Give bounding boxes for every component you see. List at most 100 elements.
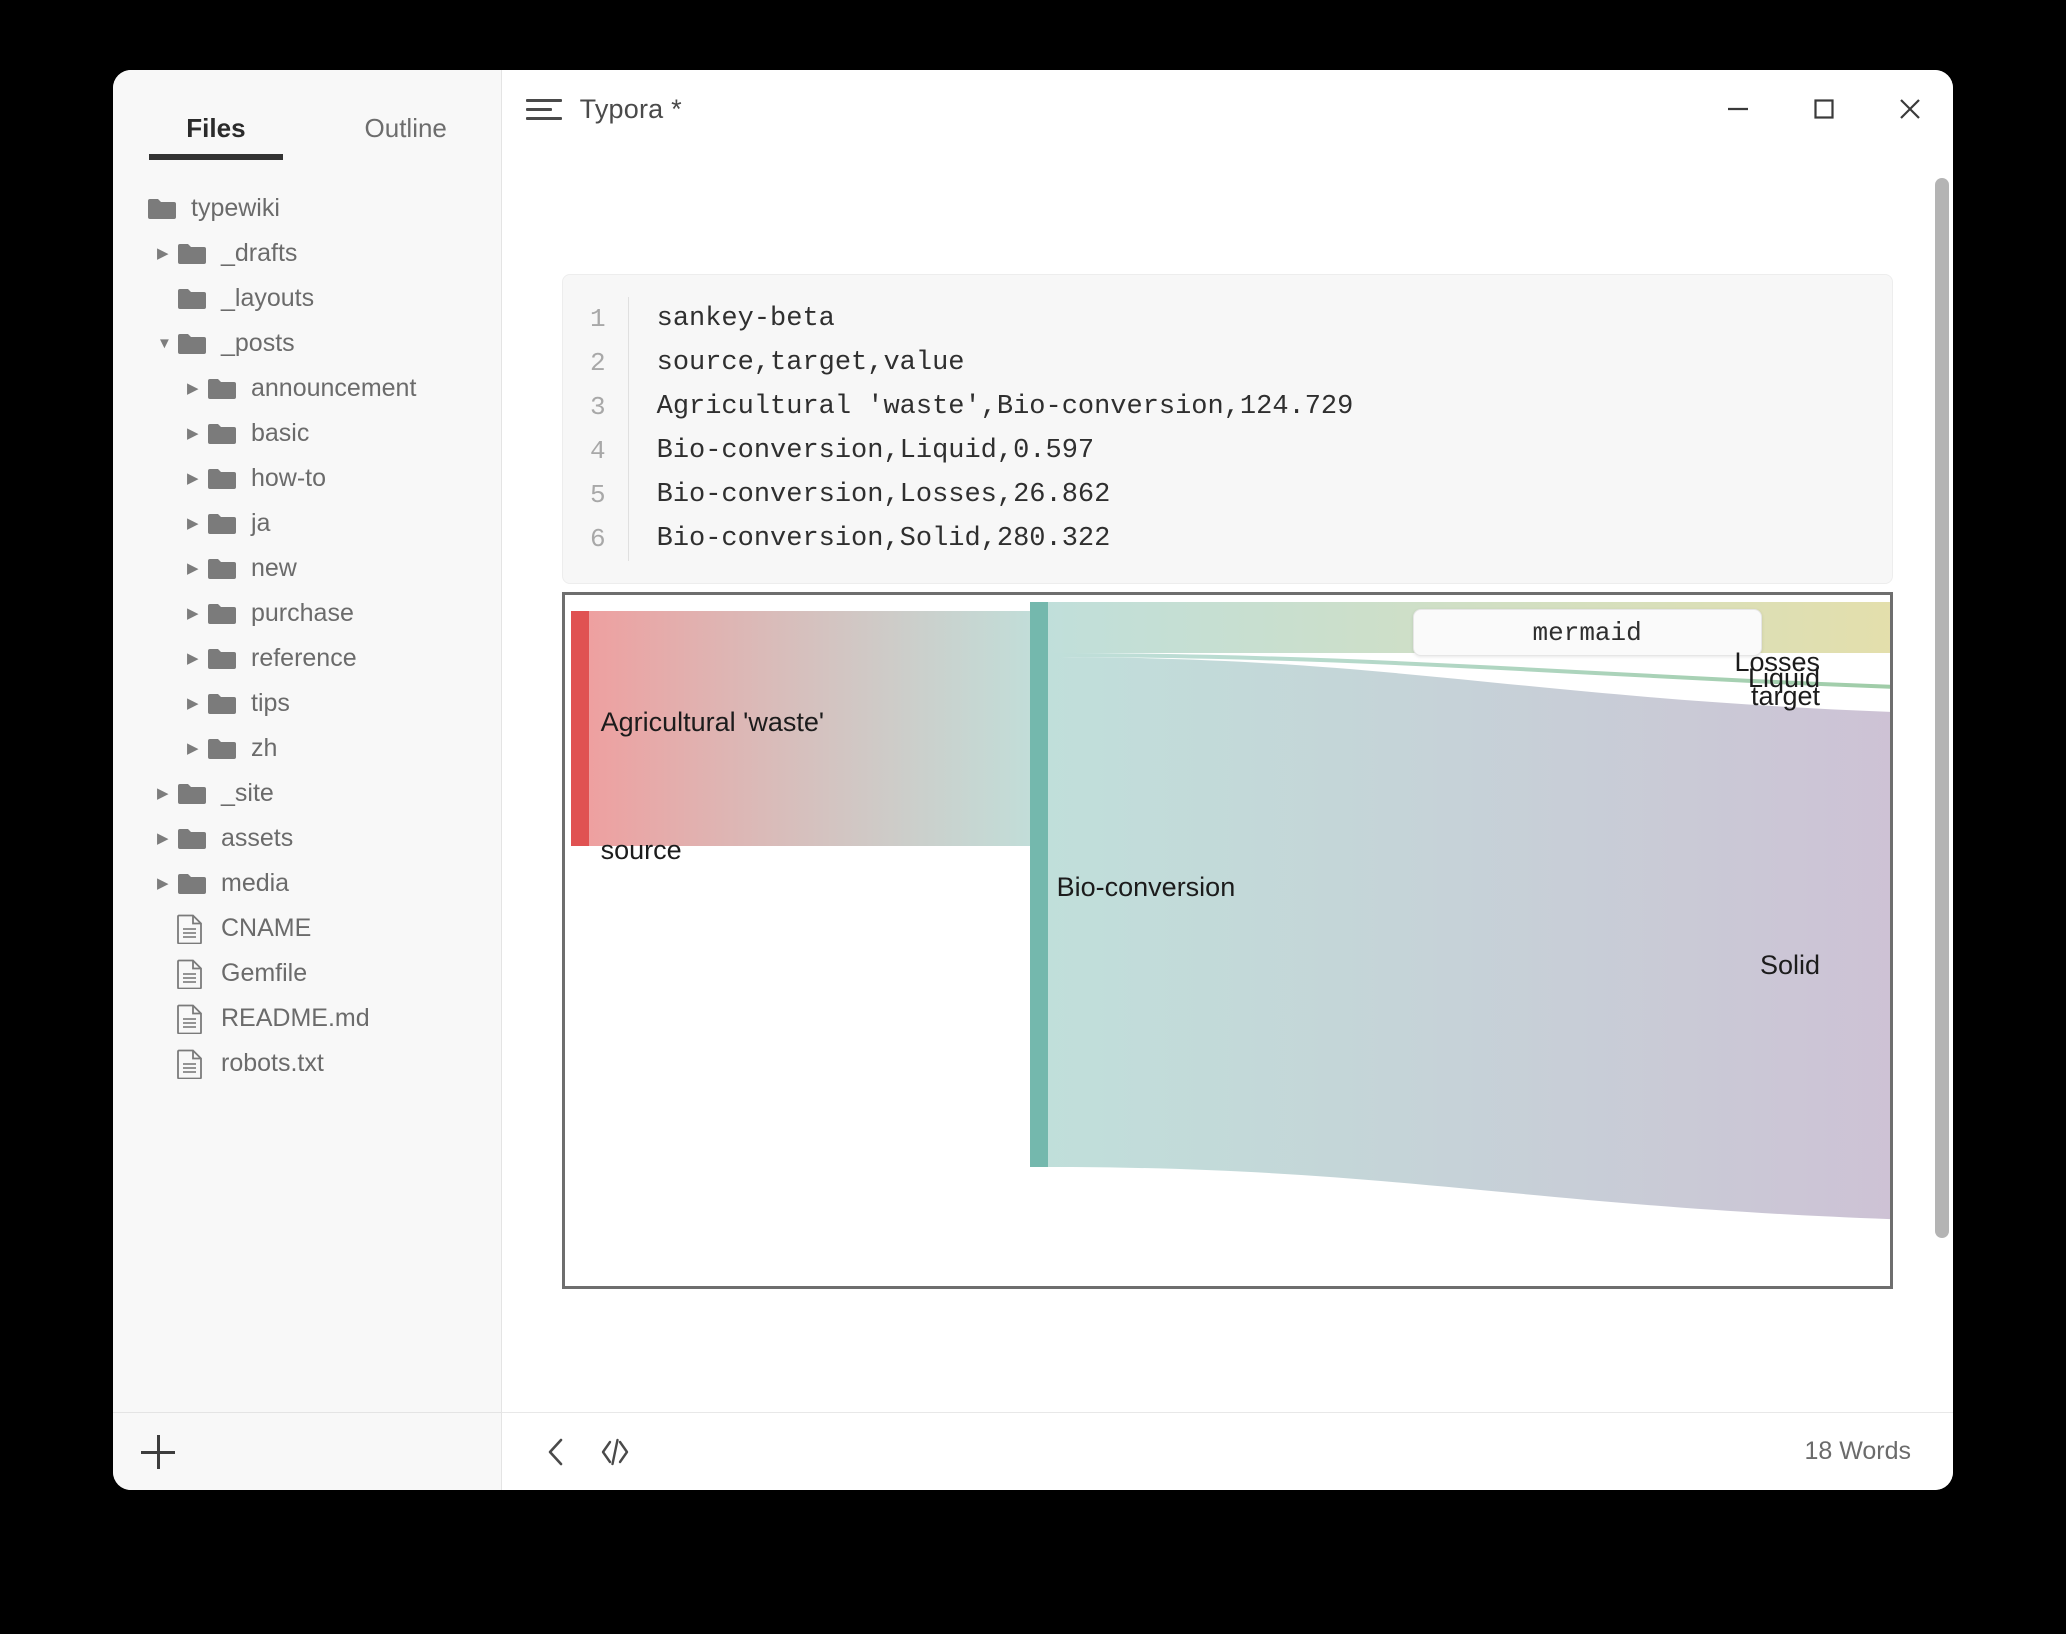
chevron-down-icon[interactable]: ▼ (157, 335, 172, 352)
chevron-right-icon[interactable]: ▶ (187, 470, 199, 487)
tree-item-label: _posts (221, 329, 295, 357)
tree-item-label: README.md (221, 1004, 370, 1032)
tree-item-label: typewiki (191, 194, 280, 222)
tab-files-label: Files (186, 113, 246, 143)
chevron-right-icon[interactable]: ▶ (187, 650, 199, 667)
tree-item-label: _layouts (221, 284, 315, 312)
close-icon[interactable] (1867, 70, 1953, 148)
tree-item-label: new (251, 554, 297, 582)
sankey-link-bioconversion-liquid (1047, 653, 1890, 689)
tree-item-label: how-to (251, 464, 327, 492)
chevron-right-icon[interactable]: ▶ (157, 245, 169, 262)
tree-folder-item[interactable]: ▶ purchase (113, 591, 501, 636)
tree-folder-item[interactable]: ▶ assets (113, 816, 501, 861)
folder-icon (207, 734, 241, 764)
tree-folder-item[interactable]: ▶_layouts (113, 276, 501, 321)
chevron-left-icon[interactable] (528, 1423, 586, 1481)
minimize-icon[interactable] (1695, 70, 1781, 148)
tree-item-label: ja (251, 509, 271, 537)
tree-file-item[interactable]: ▶README.md (113, 996, 501, 1041)
chevron-right-icon[interactable]: ▶ (187, 515, 199, 532)
tree-item-label: Gemfile (221, 959, 308, 987)
tree-item-label: purchase (251, 599, 354, 627)
sankey-label-bio-conversion: Bio-conversion (1056, 872, 1236, 902)
tree-file-item[interactable]: ▶CNAME (113, 906, 501, 951)
sankey-label-solid: Solid (1759, 950, 1820, 980)
folder-icon (207, 554, 241, 584)
tree-folder-item[interactable]: ▶_drafts (113, 231, 501, 276)
tree-folder-item[interactable]: ▶media (113, 861, 501, 906)
file-tree: ▶typewiki▶_drafts▶_layouts▼_posts▶announ… (113, 160, 501, 1412)
source-code-icon[interactable] (586, 1423, 644, 1481)
chevron-right-icon[interactable]: ▶ (157, 830, 169, 847)
chevron-right-icon[interactable]: ▶ (187, 695, 199, 712)
tree-folder-item[interactable]: ▶ new (113, 546, 501, 591)
mermaid-language-chip[interactable]: mermaid (1412, 609, 1762, 656)
tree-folder-item[interactable]: ▶ _site (113, 771, 501, 816)
sankey-label-target-column: target (1750, 681, 1820, 711)
document-title: Typora * (579, 93, 682, 124)
vertical-scrollbar[interactable] (1935, 178, 1949, 1238)
tree-folder-item[interactable]: ▼ _posts (113, 321, 501, 366)
sankey-label-losses: Losses (1734, 647, 1820, 677)
sidebar-tabbar: Files Outline (113, 70, 501, 160)
sidebar-footer (113, 1412, 501, 1490)
statusbar: 18 Words (501, 1412, 1953, 1490)
chevron-right-icon[interactable]: ▶ (187, 740, 199, 757)
tree-item-label: robots.txt (221, 1049, 324, 1077)
tree-folder-item[interactable]: ▶ announcement (113, 366, 501, 411)
code-line-number: 1 (563, 297, 629, 341)
add-file-button[interactable] (137, 1431, 179, 1473)
file-icon (177, 959, 211, 989)
tree-folder-item[interactable]: ▶typewiki (113, 186, 501, 231)
tree-file-item[interactable]: ▶Gemfile (113, 951, 501, 996)
chevron-right-icon[interactable]: ▶ (157, 875, 169, 892)
chevron-right-icon[interactable]: ▶ (187, 380, 199, 397)
folder-icon (207, 599, 241, 629)
tree-folder-item[interactable]: ▶ ja (113, 501, 501, 546)
tree-folder-item[interactable]: ▶ zh (113, 726, 501, 771)
chevron-right-icon[interactable]: ▶ (187, 605, 199, 622)
maximize-icon[interactable] (1781, 70, 1867, 148)
tree-folder-item[interactable]: ▶ how-to (113, 456, 501, 501)
window-controls (1695, 70, 1953, 148)
tab-outline-label: Outline (364, 113, 447, 143)
chevron-right-icon[interactable]: ▶ (157, 785, 169, 802)
code-line-number: 6 (563, 517, 629, 561)
code-line-text: Bio-conversion,Solid,280.322 (656, 524, 1111, 554)
sankey-label-agricultural-waste: Agricultural 'waste' (600, 707, 825, 737)
tree-item-label: announcement (251, 374, 417, 402)
tree-item-label: tips (251, 689, 290, 717)
chevron-right-icon[interactable]: ▶ (187, 425, 199, 442)
code-line-number: 3 (563, 385, 629, 429)
tab-outline[interactable]: Outline (311, 113, 501, 160)
chevron-right-icon[interactable]: ▶ (187, 560, 199, 577)
tree-folder-item[interactable]: ▶ reference (113, 636, 501, 681)
tree-item-label: assets (221, 824, 294, 852)
hamburger-icon[interactable] (525, 96, 562, 122)
tree-folder-item[interactable]: ▶basic (113, 411, 501, 456)
code-line-number: 2 (563, 341, 629, 385)
tree-folder-item[interactable]: ▶ tips (113, 681, 501, 726)
sankey-link-agri-bioconversion (588, 611, 1048, 846)
tab-files[interactable]: Files (121, 113, 311, 160)
tree-item-label: zh (251, 734, 278, 762)
sankey-label-liquid: Liquid (1747, 663, 1820, 693)
folder-icon (207, 644, 241, 674)
code-line-text: Bio-conversion,Losses,26.862 (656, 480, 1111, 510)
tree-item-label: _site (221, 779, 274, 807)
sankey-node-agricultural-waste (570, 611, 589, 846)
typora-window: Files Outline ▶typewiki▶_drafts▶_layouts… (113, 70, 1953, 1490)
tree-item-label: reference (251, 644, 357, 672)
code-line[interactable]: 6 Bio-conversion,Solid,280.322 (563, 517, 1892, 561)
tree-file-item[interactable]: ▶robots.txt (113, 1041, 501, 1086)
